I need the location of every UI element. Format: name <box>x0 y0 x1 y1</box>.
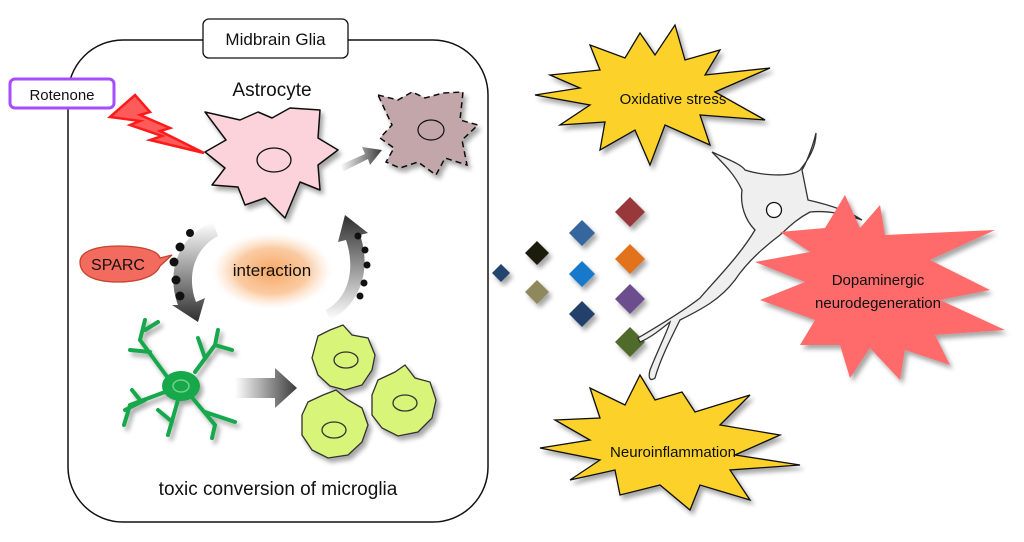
factor-diamond-icon <box>569 261 595 287</box>
lightning-bolt-icon <box>107 93 205 155</box>
rotenone-label-box: Rotenone <box>8 77 116 110</box>
factor-diamond-icon <box>525 280 549 304</box>
panel-title: Midbrain Glia <box>225 30 326 49</box>
factor-diamond-icon <box>569 301 595 327</box>
interaction-label: interaction <box>233 261 311 280</box>
factor-diamond-icon <box>615 284 645 314</box>
factor-diamond-icon <box>492 264 510 282</box>
sparc-label-bubble: SPARC <box>79 245 173 283</box>
sparc-molecule-icons <box>169 229 194 301</box>
dopaminergic-label: Dopaminergic <box>832 272 925 289</box>
astrocyte-label: Astrocyte <box>232 80 311 101</box>
rotenone-label: Rotenone <box>29 87 94 104</box>
resting-microglia-icon <box>122 318 237 440</box>
activated-microglia-icon <box>301 324 437 459</box>
arrow-microglia-to-astrocyte <box>326 215 371 320</box>
neurodegeneration-label: neurodegeneration <box>815 295 941 312</box>
factor-diamond-icon <box>615 327 645 357</box>
dopaminergic-neuron-icon <box>637 132 863 381</box>
factor-diamond-icon <box>615 197 645 227</box>
dopaminergic-neurodegeneration-burst: Dopaminergic neurodegeneration <box>755 195 1005 380</box>
microglia-caption: toxic conversion of microglia <box>159 479 398 500</box>
factor-diamond-icon <box>569 220 595 246</box>
factor-diamond-icon <box>525 241 549 265</box>
interaction-glow <box>212 233 332 309</box>
arrow-to-dying-astrocyte <box>340 147 382 171</box>
factor-diamond-icon <box>615 244 645 274</box>
secreted-factors <box>492 197 645 357</box>
panel-title-box: Midbrain Glia <box>202 18 349 59</box>
sparc-label: SPARC <box>91 257 145 274</box>
oxidative-stress-label: Oxidative stress <box>620 91 727 108</box>
arrow-astrocyte-to-microglia <box>169 222 218 322</box>
neuron-nucleus <box>765 201 783 219</box>
neuroinflammation-burst: Neuroinflammation <box>539 373 801 512</box>
neuroinflammation-label: Neuroinflammation <box>610 444 736 461</box>
dying-astrocyte-icon <box>376 91 480 177</box>
pentagon-molecule-icons <box>354 232 371 300</box>
astrocyte-cell-icon <box>204 107 339 219</box>
oxidative-stress-burst: Oxidative stress <box>534 23 771 167</box>
arrow-to-activated-microglia <box>235 368 297 408</box>
